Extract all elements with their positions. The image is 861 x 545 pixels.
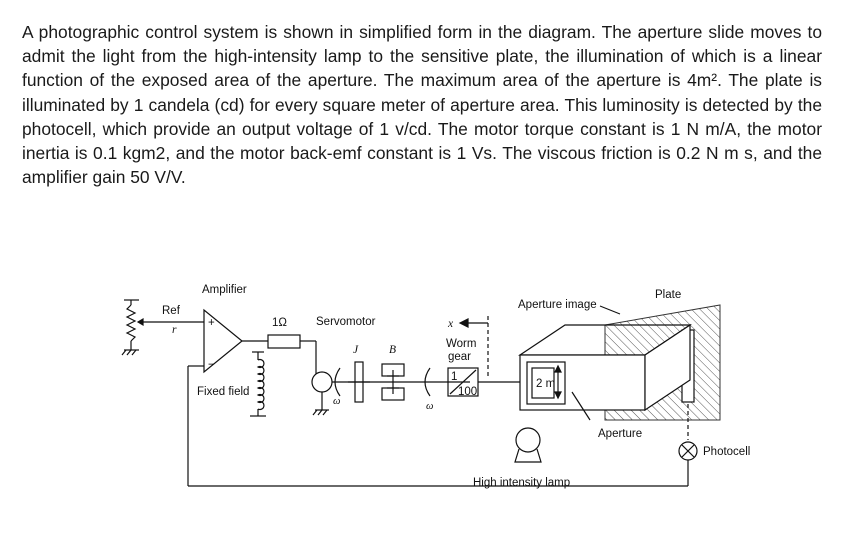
plus-sign: + xyxy=(208,317,215,329)
r-label: r xyxy=(172,324,177,336)
plate-label: Plate xyxy=(655,289,681,301)
photocell-label: Photocell xyxy=(703,446,750,458)
lamp-icon xyxy=(514,427,542,463)
omega-label-2: ω xyxy=(426,401,433,412)
inertia-label: J xyxy=(353,344,359,356)
damper xyxy=(381,363,405,401)
reference-potentiometer xyxy=(121,299,178,356)
damping-label: B xyxy=(389,344,396,356)
aperture-dimension: 2 m xyxy=(536,378,555,390)
omega-label-1: ω xyxy=(333,396,340,407)
gear-ratio-bottom: 100 xyxy=(458,386,477,398)
ref-label: Ref xyxy=(162,305,181,317)
photocell-icon xyxy=(188,441,698,487)
worm-gear-box xyxy=(447,367,520,397)
displacement-arrow xyxy=(458,316,489,376)
x-label: x xyxy=(447,318,454,330)
light-tunnel xyxy=(518,323,692,421)
servomotor-symbol xyxy=(311,367,470,416)
amplifier-label: Amplifier xyxy=(202,284,247,296)
inertia-disk xyxy=(348,361,370,403)
aperture-label: Aperture xyxy=(598,428,642,440)
aperture-image-leader xyxy=(599,305,621,315)
worm-gear-label-1: Worm xyxy=(446,338,476,350)
servomotor-label: Servomotor xyxy=(316,316,376,328)
resistor xyxy=(267,334,317,372)
gear-ratio-top: 1 xyxy=(451,371,457,383)
amplifier-symbol xyxy=(178,308,268,486)
resistor-label: 1Ω xyxy=(272,317,287,329)
minus-sign: − xyxy=(208,359,215,371)
worm-gear-label-2: gear xyxy=(448,351,471,363)
lamp-label: High intensity lamp xyxy=(473,477,570,489)
fixed-field-label: Fixed field xyxy=(197,386,249,398)
fixed-field-coil xyxy=(250,351,266,417)
problem-statement: A photographic control system is shown i… xyxy=(22,22,822,188)
aperture-image-label: Aperture image xyxy=(518,299,597,311)
